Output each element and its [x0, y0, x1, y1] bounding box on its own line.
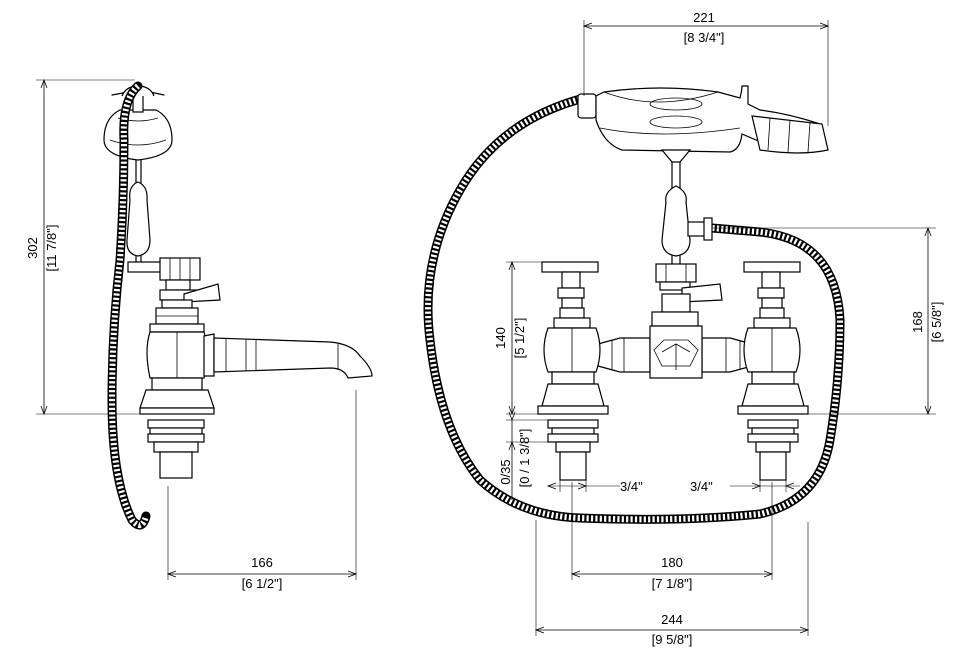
outlet-height-mm: 168 — [910, 311, 925, 333]
handset-width-in: [8 3/4"] — [684, 30, 725, 45]
inlet-left-size: 3/4" — [620, 479, 643, 494]
outlet-height-dimension: 168 [6 5/8"] — [712, 226, 944, 416]
inlet-right-size: 3/4" — [690, 479, 713, 494]
overall-width-in: [9 5/8"] — [652, 632, 693, 647]
side-valve-top — [127, 257, 221, 333]
side-below-deck — [147, 419, 205, 479]
overall-width-mm: 244 — [661, 612, 683, 627]
valve-height-mm: 140 — [493, 327, 508, 349]
centers-in: [7 1/8"] — [652, 576, 693, 591]
side-handset-cradle — [103, 85, 173, 161]
front-bridge — [597, 325, 753, 379]
centers-mm: 180 — [661, 555, 683, 570]
front-view: 221 [8 3/4"] — [423, 10, 944, 647]
deck-thickness-mm: 0/35 — [498, 459, 513, 484]
height-in: [11 7/8"] — [44, 224, 59, 271]
handset-width-dimension: 221 [8 3/4"] — [582, 10, 830, 126]
handset-width-mm: 221 — [693, 10, 715, 25]
outlet-height-in: [6 5/8"] — [929, 302, 944, 343]
reach-mm: 166 — [251, 555, 273, 570]
height-mm: 302 — [25, 237, 40, 259]
front-right-valve — [737, 261, 809, 481]
side-stem — [126, 159, 151, 263]
reach-dimension: 166 [6 1/2"] — [166, 390, 358, 591]
side-view: 302 [11 7/8"] — [25, 78, 373, 591]
valve-height-in: [5 1/2"] — [512, 318, 527, 359]
front-cradle-stem — [651, 149, 723, 327]
valve-height-dimension: 140 [5 1/2"] — [493, 260, 548, 416]
side-body-spout — [139, 331, 373, 415]
front-hose — [423, 93, 845, 524]
deck-thickness-in: [0 / 1 3/8"] — [517, 429, 532, 488]
side-hose — [107, 81, 151, 530]
inlet-callouts: 3/4" 3/4" — [546, 479, 800, 494]
reach-in: [6 1/2"] — [242, 576, 283, 591]
deck-thickness-dimension: 0/35 [0 / 1 3/8"] — [498, 411, 548, 500]
overall-width-dimension: 244 [9 5/8"] — [534, 520, 810, 647]
front-handset — [577, 85, 829, 154]
height-dimension: 302 [11 7/8"] — [25, 78, 140, 416]
front-left-valve — [537, 261, 609, 481]
centers-dimension: 180 [7 1/8"] — [570, 482, 774, 591]
